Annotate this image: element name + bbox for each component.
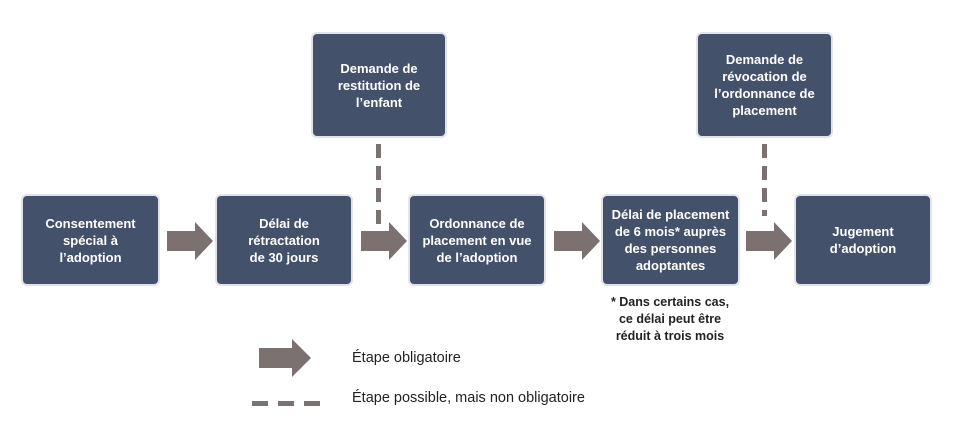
legend-mandatory-label: Étape obligatoire (352, 350, 461, 366)
flow-arrow-3 (554, 222, 600, 260)
legend-optional-label: Étape possible, mais non obligatoire (352, 390, 585, 406)
step-delai-retractation: Délai de rétractation de 30 jours (215, 194, 353, 286)
optional-connector-revocation (762, 144, 767, 216)
optional-step-revocation: Demande de révocation de l’ordonnance de… (696, 32, 833, 138)
flow-arrow-1 (167, 222, 213, 260)
legend-dash-icon (252, 401, 326, 406)
flow-arrow-2 (361, 222, 407, 260)
optional-step-restitution: Demande de restitution de l’enfant (311, 32, 447, 138)
footnote: * Dans certains cas, ce délai peut être … (610, 295, 730, 343)
step-delai-placement: Délai de placement de 6 mois* auprès des… (601, 194, 740, 286)
step-ordonnance-placement: Ordonnance de placement en vue de l’adop… (408, 194, 546, 286)
step-jugement-adoption: Jugement d’adoption (794, 194, 932, 286)
legend-arrow-icon (259, 339, 311, 377)
flow-arrow-4 (746, 222, 792, 260)
step-consentement: Consentement spécial à l’adoption (21, 194, 160, 286)
optional-connector-restitution (376, 144, 381, 224)
